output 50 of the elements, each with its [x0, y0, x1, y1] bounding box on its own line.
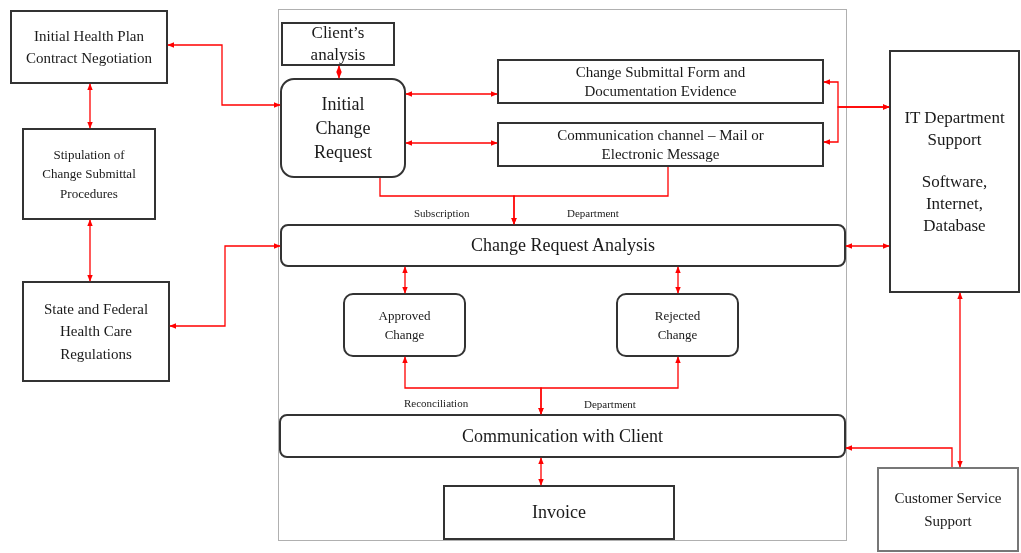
box-label: Initial Health Plan Contract Negotiation [24, 26, 154, 68]
connector-arrow [87, 219, 93, 282]
box-label: Rejected Change [653, 306, 702, 344]
box-label: Change Request Analysis [471, 234, 655, 257]
box-label: Invoice [532, 501, 586, 524]
box-label: Stipulation of Change Submittal Procedures [41, 145, 137, 203]
edge-label: Subscription [412, 207, 472, 220]
connector-arrow [87, 83, 93, 129]
connector-arrow [402, 266, 408, 294]
connector-arrow [405, 91, 498, 97]
connector-arrow [823, 104, 890, 145]
connector-arrow [538, 457, 544, 486]
connector-arrow [957, 292, 963, 468]
connector-arrow [675, 266, 681, 294]
box-label: Communication channel – Mail or Electronic Message [556, 125, 765, 164]
connector-arrow [511, 166, 669, 225]
box-label: Client’s analysis [309, 22, 367, 66]
process-box [280, 224, 846, 267]
box-label: Communication with Client [462, 424, 663, 448]
panel-background [278, 9, 847, 541]
connector-arrow [845, 243, 890, 249]
box-label: IT Department Support [903, 106, 1006, 151]
process-box [343, 293, 466, 357]
process-box [616, 293, 739, 357]
box-label: Software, Internet, Database [920, 170, 989, 237]
connector-arrow [845, 445, 953, 468]
connector-arrow [538, 356, 681, 415]
process-box [889, 50, 1020, 293]
connector-arrow [169, 243, 281, 329]
box-label: Approved Change [377, 306, 432, 344]
box-label: Initial Change Request [313, 93, 373, 164]
process-box [22, 281, 170, 382]
connector-arrow [405, 140, 498, 146]
box-label: Change Submittal Form and Documentation Evidence [574, 62, 747, 101]
process-box [10, 10, 168, 84]
process-box [877, 467, 1019, 552]
process-box [497, 122, 824, 167]
process-box [497, 59, 824, 104]
edge-label: Reconciliation [402, 397, 471, 410]
box-label: Customer Service Support [893, 489, 1003, 531]
edge-label: Department [582, 398, 638, 411]
process-box [281, 22, 395, 66]
connector-arrow [167, 42, 281, 108]
process-box [22, 128, 156, 220]
connector-arrow [336, 65, 342, 79]
process-box [279, 414, 846, 458]
box-label: State and Federal Health Care Regulations [42, 299, 150, 364]
edge-label: Department [565, 207, 621, 220]
process-box [443, 485, 675, 540]
process-box [280, 78, 406, 178]
